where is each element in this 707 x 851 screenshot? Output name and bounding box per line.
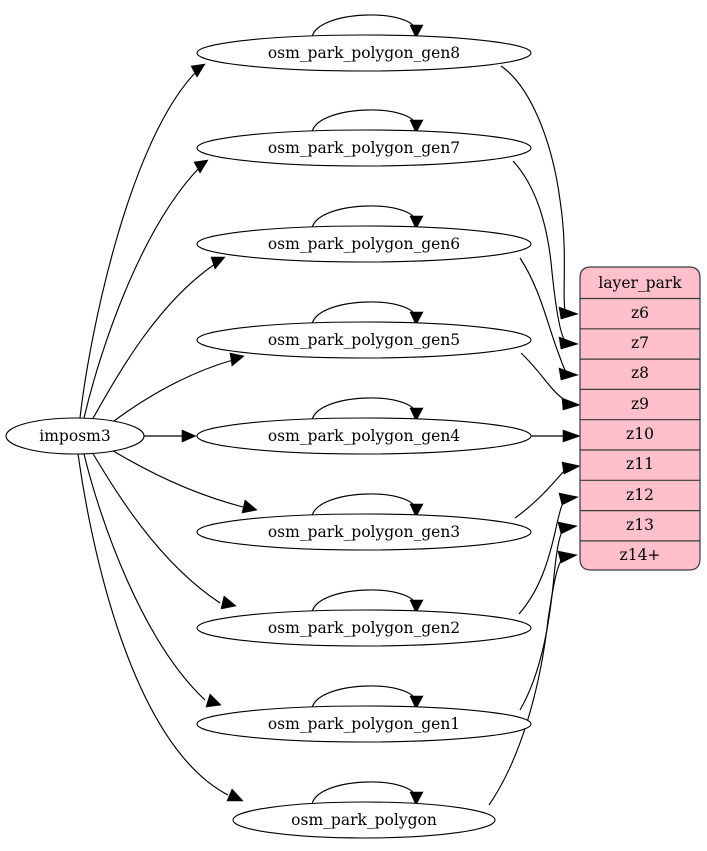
node-gen4-label: osm_park_polygon_gen4 [268,427,460,445]
node-base-shape[interactable] [232,801,496,839]
self-loop-gen8 [311,14,424,39]
node-imposm3[interactable]: imposm3 [5,417,145,455]
node-gen1-label: osm_park_polygon_gen1 [268,715,460,733]
edges-nodes-to-zoom-rows [488,65,581,806]
node-gen5[interactable]: osm_park_polygon_gen5 [196,321,532,359]
self-loop-gen4 [311,397,424,422]
node-gen1[interactable]: osm_park_polygon_gen1 [196,705,532,743]
edge-imposm3-to-gen5 [109,352,245,425]
self-loop-gen5 [311,301,424,326]
node-base-label: osm_park_polygon [291,811,437,829]
table-row-z6[interactable]: z6 [631,304,649,322]
table-row-z13[interactable]: z13 [626,516,654,534]
self-loop-gen6 [311,205,424,230]
self-loop-gen3 [311,493,424,518]
edge-gen7-to-z7 [512,160,579,350]
self-loop-gen7 [311,109,424,134]
node-imposm3-label: imposm3 [39,427,110,445]
edge-imposm3-to-gen2 [91,451,237,610]
node-gen2-label: osm_park_polygon_gen2 [268,619,460,637]
node-gen5-label: osm_park_polygon_gen5 [268,331,460,349]
edge-imposm3-to-gen6 [91,256,226,421]
node-gen6-shape[interactable] [196,225,532,263]
node-gen6[interactable]: osm_park_polygon_gen6 [196,225,532,263]
table-row-z14-plus[interactable]: z14+ [620,546,661,564]
self-loop-gen1 [311,685,424,710]
edge-gen3-to-z11 [514,461,581,519]
edge-gen8-to-z6 [500,65,579,320]
node-gen6-label: osm_park_polygon_gen6 [268,235,460,253]
node-gen2[interactable]: osm_park_polygon_gen2 [196,609,532,647]
node-gen1-shape[interactable] [196,705,532,743]
table-row-z11[interactable]: z11 [626,455,654,473]
table-row-z10[interactable]: z10 [626,425,654,443]
node-gen2-shape[interactable] [196,609,532,647]
node-gen7-shape[interactable] [196,129,532,167]
node-gen4-shape[interactable] [196,417,532,455]
table-row-z8[interactable]: z8 [631,364,649,382]
self-loop-edges [311,14,424,806]
edge-gen5-to-z9 [520,352,581,411]
edges-source-to-nodes [77,63,258,802]
edge-base-to-z14p [488,550,578,806]
edge-imposm3-to-gen3 [109,448,258,514]
node-base[interactable]: osm_park_polygon [232,801,496,839]
node-gen4[interactable]: osm_park_polygon_gen4 [196,417,532,455]
node-gen3-label: osm_park_polygon_gen3 [268,523,460,541]
table-layer-park-body [579,266,701,571]
self-loop-base [311,781,424,806]
node-gen3[interactable]: osm_park_polygon_gen3 [196,513,532,551]
node-gen8[interactable]: osm_park_polygon_gen8 [196,34,532,72]
node-gen7-label: osm_park_polygon_gen7 [268,139,460,157]
self-loop-gen2 [311,589,424,614]
table-row-z9[interactable]: z9 [631,395,649,413]
edge-imposm3-to-gen1 [83,453,222,708]
node-gen8-label: osm_park_polygon_gen8 [268,44,460,62]
node-gen7[interactable]: osm_park_polygon_gen7 [196,129,532,167]
node-gen5-shape[interactable] [196,321,532,359]
edge-gen2-to-z12 [518,492,579,615]
table-row-z7[interactable]: z7 [631,334,649,352]
edge-gen6-to-z8 [519,257,579,381]
table-row-z12[interactable]: z12 [626,486,654,504]
edge-imposm3-to-base [77,453,244,802]
edge-imposm3-to-gen7 [83,159,209,419]
node-gen8-shape[interactable] [196,34,532,72]
table-header-label: layer_park [598,274,682,292]
node-imposm3-shape[interactable] [5,417,145,455]
node-gen3-shape[interactable] [196,513,532,551]
edge-gen4-to-z10 [531,429,581,443]
edge-imposm3-to-gen4 [144,429,197,443]
table-layer-park[interactable]: layer_park z6 z7 z8 z9 z10 z11 z12 z13 z… [579,266,701,571]
edge-imposm3-to-gen8 [79,63,206,419]
